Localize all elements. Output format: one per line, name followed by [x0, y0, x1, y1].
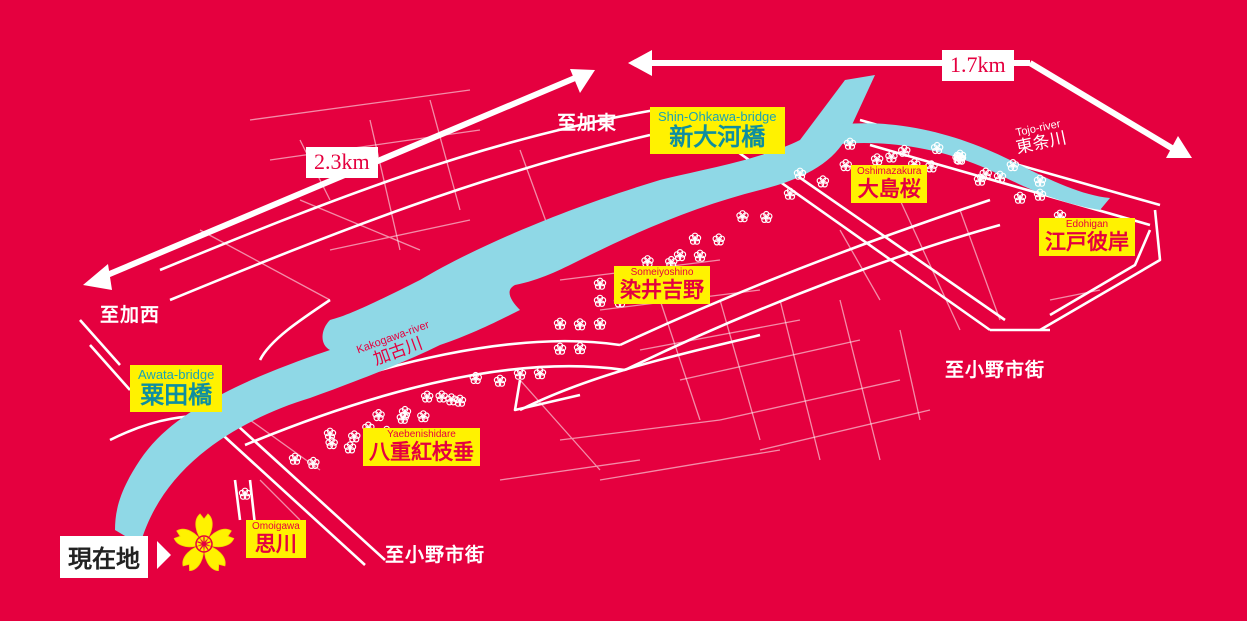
- spot-someiyoshino-en: Someiyoshino: [630, 267, 694, 278]
- current-location-pointer: [157, 541, 171, 569]
- bridge-shin-ohkawa: Shin-Ohkawa-bridge 新大河橋: [650, 107, 785, 154]
- sakura-petal-marker: [843, 137, 857, 150]
- sakura-petal-marker: [1013, 191, 1027, 204]
- sakura-petal-marker: [1033, 188, 1047, 201]
- sakura-petal-marker: [420, 390, 434, 403]
- sakura-petal-marker: [573, 342, 587, 355]
- bridge-awata-jp: 粟田橋: [140, 381, 213, 409]
- current-location-label: 現在地: [60, 536, 148, 578]
- sakura-petal-marker: [469, 371, 482, 385]
- spot-yaebenishidare-jp: 八重紅枝垂: [369, 440, 474, 464]
- bridge-shin-ohkawa-jp: 新大河橋: [669, 123, 766, 151]
- distance-label-right: 1.7km: [942, 50, 1014, 81]
- tojo-river-shape: [820, 123, 1110, 210]
- sakura-petal-marker: [898, 144, 911, 157]
- spot-someiyoshino: Someiyoshino 染井吉野: [614, 266, 710, 304]
- sakura-petal-marker: [307, 456, 320, 469]
- sakura-petal-marker: [325, 437, 338, 450]
- sakura-petal-marker: [839, 158, 853, 172]
- sakura-petal-marker: [930, 141, 944, 155]
- sakura-petal-marker: [513, 367, 527, 380]
- direction-ono-bottom: 至小野市街: [385, 544, 486, 566]
- direction-kasai: 至加西: [100, 304, 161, 326]
- spot-oshimazakura-jp: 大島桜: [857, 177, 921, 201]
- kakogawa-river-shape: [115, 75, 875, 545]
- sakura-petal-marker: [673, 248, 687, 262]
- sakura-petal-marker: [712, 233, 726, 246]
- sakura-petal-marker: [736, 210, 749, 223]
- sakura-petal-marker: [288, 452, 302, 465]
- direction-ono-right: 至小野市街: [945, 359, 1046, 381]
- sakura-petal-marker: [435, 390, 448, 403]
- spot-yaebenishidare: Yaebenishidare 八重紅枝垂: [363, 428, 480, 466]
- sakura-petal-marker: [793, 167, 807, 180]
- sakura-petal-marker: [870, 153, 884, 166]
- sakura-petal-marker: [973, 173, 987, 186]
- bridge-shin-ohkawa-en: Shin-Ohkawa-bridge: [658, 109, 777, 124]
- distance-arrows: [83, 50, 1192, 290]
- sakura-petal-marker: [688, 232, 702, 245]
- spot-oshimazakura-en: Oshimazakura: [857, 166, 922, 177]
- spot-oshimazakura: Oshimazakura 大島桜: [851, 165, 928, 203]
- sakura-petal-marker: [553, 342, 567, 355]
- spot-omoigawa: Omoigawa 思川: [246, 520, 306, 558]
- spot-edohigan-jp: 江戸彼岸: [1045, 230, 1129, 254]
- sakura-petal-marker: [372, 409, 385, 422]
- sakura-petal-marker: [593, 317, 607, 330]
- sakura-petal-marker: [323, 427, 337, 440]
- sakura-petal-marker: [573, 318, 587, 331]
- sakura-petal-marker: [533, 367, 547, 380]
- spot-omoigawa-jp: 思川: [254, 532, 297, 556]
- sakura-petal-marker: [396, 411, 410, 424]
- bridge-awata: Awata-bridge 粟田橋: [130, 365, 223, 412]
- sakura-petal-marker: [1033, 174, 1047, 187]
- sakura-petal-marker: [553, 317, 567, 330]
- spot-omoigawa-en: Omoigawa: [252, 521, 300, 532]
- bridge-awata-en: Awata-bridge: [138, 367, 215, 382]
- sakura-petal-marker: [993, 170, 1007, 183]
- sakura-petal-marker: [816, 175, 830, 188]
- distance-label-left: 2.3km: [306, 147, 378, 178]
- sakura-petal-marker: [593, 277, 607, 290]
- spot-edohigan: Edohigan 江戸彼岸: [1039, 218, 1135, 256]
- spot-yaebenishidare-en: Yaebenishidare: [387, 429, 456, 440]
- sakura-petal-marker: [953, 152, 967, 165]
- sakura-petal-marker: [348, 430, 361, 443]
- sakura-petal-marker: [783, 187, 797, 200]
- spot-edohigan-en: Edohigan: [1065, 219, 1109, 230]
- sakura-flower-icon: [173, 513, 235, 572]
- sakura-petal-marker: [417, 410, 430, 423]
- sakura-petal-marker: [693, 249, 707, 262]
- sakura-petal-marker: [885, 150, 898, 163]
- sakura-petal-marker: [238, 487, 252, 500]
- sakura-petal-marker: [445, 393, 458, 406]
- sakura-petal-marker: [593, 294, 607, 307]
- sakura-petal-marker: [760, 210, 773, 223]
- sakura-petal-marker: [493, 374, 507, 387]
- sakura-petal-marker: [343, 441, 357, 454]
- spot-someiyoshino-jp: 染井吉野: [620, 278, 704, 302]
- direction-kato-east: 至加東: [557, 112, 618, 134]
- sakura-petal-marker: [1006, 158, 1020, 172]
